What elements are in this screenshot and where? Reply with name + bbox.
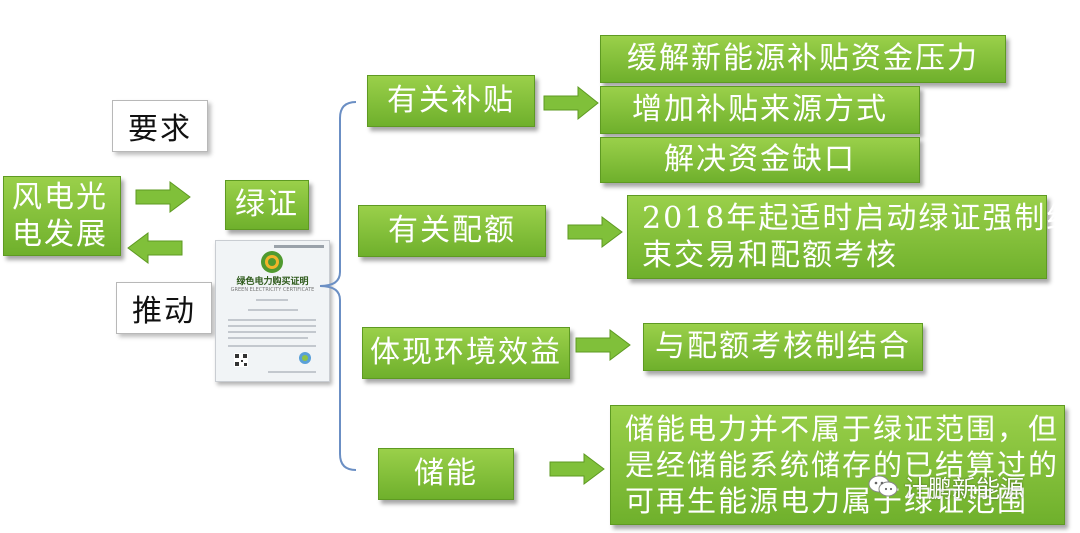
bracket-connector xyxy=(319,101,357,471)
arrow-right-icon xyxy=(549,453,605,485)
push-label: 推动 xyxy=(116,282,212,334)
subsidy-item-3: 解决资金缺口 xyxy=(600,137,920,183)
qr-code-icon xyxy=(234,353,248,367)
branch-storage: 储能 xyxy=(378,448,514,500)
storage-description: 储能电力并不属于绿证范围，但 是经储能系统储存的已结算过的 可再生能源电力属于绿… xyxy=(610,405,1065,525)
watermark-text: 计鹏新能源 xyxy=(904,474,1024,503)
storage-line-3: 可再生能源电力属于绿证范围 xyxy=(625,484,1029,519)
wind-solar-development-box: 风电光 电发展 xyxy=(3,176,121,256)
arrow-right-icon xyxy=(135,181,191,213)
branch-quota: 有关配额 xyxy=(358,205,546,257)
arrow-left-icon xyxy=(127,232,183,264)
seal-icon xyxy=(299,352,311,364)
branch-environment: 体现环境效益 xyxy=(362,327,570,379)
branch-subsidy: 有关补贴 xyxy=(367,75,535,127)
requirement-label: 要求 xyxy=(112,100,208,152)
main-line-1: 风电光 xyxy=(12,179,108,215)
certificate-emblem-icon xyxy=(261,251,283,273)
watermark: 计鹏新能源 xyxy=(868,468,1024,504)
subsidy-item-2: 增加补贴来源方式 xyxy=(600,86,920,134)
arrow-right-icon xyxy=(575,329,631,361)
storage-line-2: 是经储能系统储存的已结算过的 xyxy=(625,447,1060,482)
certificate-image: 绿色电力购买证明 GREEN ELECTRICITY CERTIFICATE xyxy=(215,240,330,382)
subsidy-item-1: 缓解新能源补贴资金压力 xyxy=(600,35,1006,83)
arrow-right-icon xyxy=(567,216,623,248)
certificate-subtitle: GREEN ELECTRICITY CERTIFICATE xyxy=(230,287,315,293)
environment-item: 与配额考核制结合 xyxy=(643,323,923,371)
main-line-2: 电发展 xyxy=(12,217,108,252)
quota-line-1: 2018年起适时启动绿证强制约 xyxy=(642,200,1079,236)
storage-line-1: 储能电力并不属于绿证范围，但 xyxy=(625,411,1060,446)
green-certificate-box: 绿证 xyxy=(225,180,309,230)
quota-line-2: 束交易和配额考核 xyxy=(642,238,898,273)
wechat-icon xyxy=(868,475,898,497)
quota-description: 2018年起适时启动绿证强制约 束交易和配额考核 xyxy=(627,195,1076,279)
arrow-right-icon xyxy=(543,85,599,121)
certificate-title: 绿色电力购买证明 xyxy=(236,277,309,287)
